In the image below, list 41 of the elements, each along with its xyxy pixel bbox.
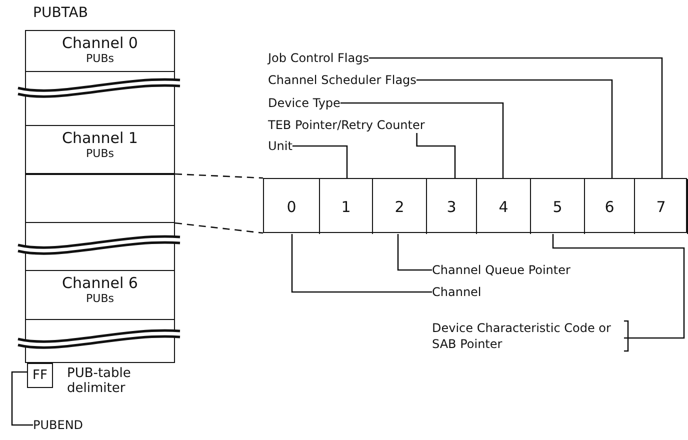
field-label: Device Characteristic Code or SAB Pointer [432, 320, 624, 352]
leader-line [552, 234, 685, 339]
field-label: Channel Scheduler Flags [268, 72, 416, 88]
field-label: Device Type [268, 95, 340, 111]
leader-line [368, 57, 663, 179]
leader-line [416, 133, 456, 179]
expansion-line [174, 173, 264, 179]
leader-line [397, 234, 432, 271]
field-label: Channel [432, 284, 482, 300]
byte-field: 3 [427, 179, 477, 234]
row-title: Channel 6 [61, 274, 139, 292]
byte-field: 5 [531, 179, 585, 234]
field-label: Job Control Flags [268, 50, 369, 66]
byte-row [263, 178, 687, 233]
delimiter-field: FF [27, 363, 53, 388]
field-label: Unit [268, 138, 292, 154]
row-title: Channel 0 [61, 34, 139, 52]
field-label: PUBEND [33, 417, 84, 433]
table-row [25, 125, 175, 174]
field-label: Channel Queue Pointer [432, 262, 570, 278]
table-heading: PUBTAB [33, 5, 88, 21]
row-title: Channel 1 [61, 129, 139, 147]
row-subtitle: PUBs [85, 147, 115, 160]
expansion-line [174, 222, 264, 234]
table-row [25, 174, 175, 223]
field-label: TEB Pointer/Retry Counter [268, 117, 425, 133]
table-row [25, 270, 175, 320]
byte-field: 4 [477, 179, 531, 234]
byte-field: 6 [585, 179, 635, 234]
node-caption: PUB-table delimiter [67, 366, 132, 396]
row-subtitle: PUBs [85, 52, 115, 65]
byte-field: 1 [320, 179, 373, 234]
leader-line [292, 145, 348, 179]
leader-line [416, 79, 613, 179]
leader-line [291, 234, 432, 293]
leader-line [340, 102, 504, 179]
row-subtitle: PUBs [85, 292, 115, 305]
byte-field: 7 [635, 179, 688, 234]
byte-field: 2 [373, 179, 427, 234]
leader-line [11, 371, 33, 426]
byte-field: 0 [264, 179, 320, 234]
